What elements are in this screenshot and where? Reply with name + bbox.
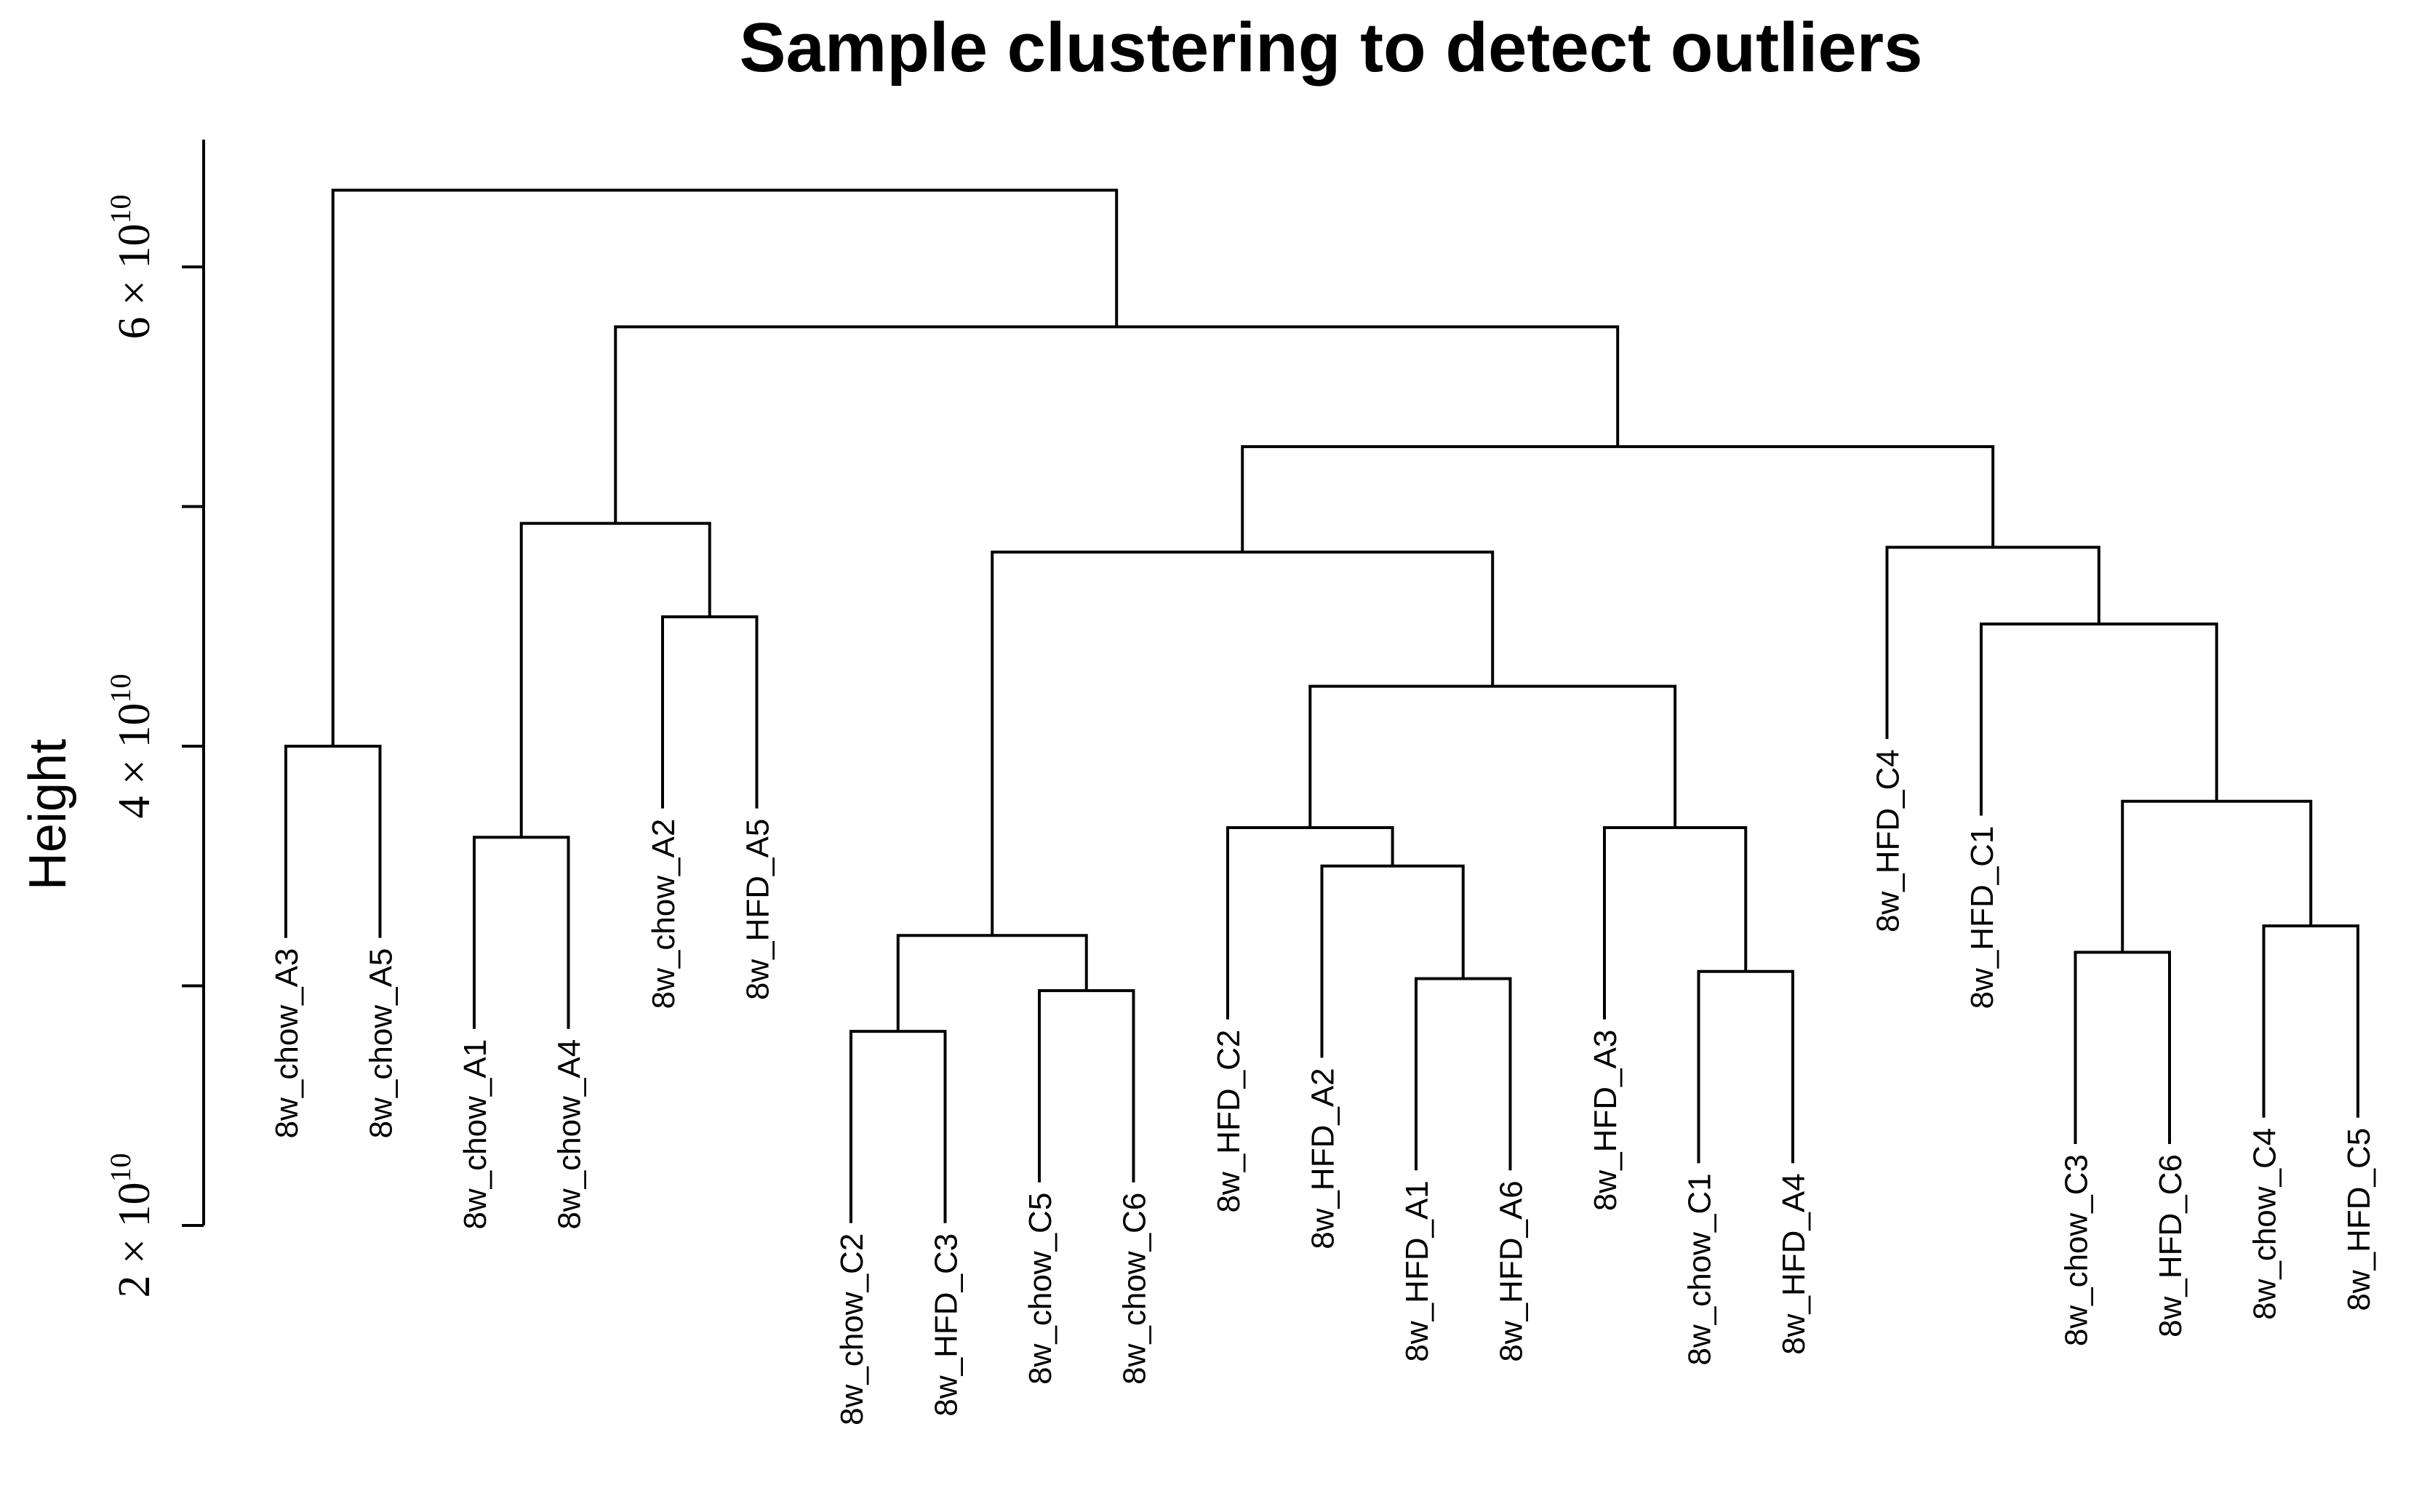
leaf-label: 8w_chow_A1 bbox=[457, 1039, 493, 1230]
chart-title: Sample clustering to detect outliers bbox=[739, 9, 1922, 87]
dendrogram-branch-m3 bbox=[661, 615, 759, 809]
dendrogram-branch-m13 bbox=[1308, 684, 1677, 828]
leaf-labels: 8w_chow_A3 8w_chow_A5 8w_chow_A1 8w_chow_A4… bbox=[269, 749, 2377, 1425]
dendrogram-branch-m22 bbox=[331, 188, 1119, 746]
dendrogram-branch-m17 bbox=[2121, 799, 2313, 953]
y-tick-label: 4 × 1010 bbox=[104, 674, 159, 819]
leaf-label: 8w_HFD_C5 bbox=[2341, 1128, 2377, 1311]
dendrogram-branch-m19 bbox=[1885, 545, 2100, 740]
leaf-label: 8w_chow_C3 bbox=[2059, 1154, 2095, 1346]
leaf-label: 8w_HFD_C2 bbox=[1211, 1030, 1247, 1213]
dendrogram-branch-m8 bbox=[1415, 977, 1512, 1171]
leaf-label: 8w_HFD_A2 bbox=[1306, 1068, 1341, 1249]
dendrogram-branch-m20 bbox=[1241, 445, 1995, 553]
dendrogram-branch-m2 bbox=[473, 836, 570, 1029]
leaf-label: 8w_HFD_C1 bbox=[1964, 826, 2000, 1009]
y-tick-label: 2 × 1010 bbox=[104, 1153, 159, 1298]
dendrogram-branch-m18 bbox=[1980, 622, 2218, 816]
dendrogram-branch-m9 bbox=[1320, 864, 1465, 1058]
leaf-label: 8w_HFD_A3 bbox=[1588, 1030, 1623, 1211]
leaf-label: 8w_chow_A4 bbox=[552, 1039, 588, 1230]
y-axis: 2 × 1010 4 × 1010 6 × 1010 bbox=[104, 140, 205, 1298]
dendrogram-branch-m10 bbox=[1226, 826, 1394, 1020]
leaf-label: 8w_chow_C2 bbox=[834, 1233, 870, 1425]
dendrogram-branch-m11 bbox=[1697, 969, 1794, 1164]
y-axis-label: Height bbox=[19, 739, 77, 890]
y-tick-label: 6 × 1010 bbox=[104, 195, 159, 340]
dendrogram-branch-m4 bbox=[519, 521, 711, 838]
dendrogram-branch-m5 bbox=[849, 1030, 947, 1223]
leaf-label: 8w_HFD_C3 bbox=[929, 1233, 964, 1417]
leaf-label: 8w_chow_C4 bbox=[2247, 1128, 2283, 1320]
dendrogram-branch-m1 bbox=[284, 745, 382, 938]
dendrogram-branch-m16 bbox=[2262, 924, 2359, 1118]
leaf-label: 8w_chow_A2 bbox=[646, 819, 681, 1009]
dendrogram-branch-m14 bbox=[991, 551, 1495, 936]
leaf-label: 8w_chow_C1 bbox=[1682, 1173, 1718, 1365]
dendrogram-branches bbox=[284, 188, 2359, 1223]
leaf-label: 8w_HFD_C4 bbox=[1871, 749, 1906, 932]
dendrogram-branch-m7 bbox=[896, 934, 1088, 1032]
leaf-label: 8w_chow_C5 bbox=[1023, 1193, 1058, 1385]
leaf-label: 8w_HFD_A6 bbox=[1494, 1180, 1530, 1361]
dendrogram-branch-m21 bbox=[614, 325, 1620, 524]
leaf-label: 8w_HFD_A4 bbox=[1776, 1173, 1812, 1354]
leaf-label: 8w_HFD_C6 bbox=[2153, 1154, 2188, 1337]
dendrogram-branch-m6 bbox=[1038, 989, 1135, 1183]
dendrogram-branch-m15 bbox=[2074, 951, 2171, 1144]
leaf-label: 8w_HFD_A1 bbox=[1399, 1180, 1435, 1361]
leaf-label: 8w_chow_C6 bbox=[1117, 1193, 1153, 1385]
leaf-label: 8w_chow_A5 bbox=[364, 948, 399, 1139]
leaf-label: 8w_HFD_A5 bbox=[740, 819, 776, 1000]
leaf-label: 8w_chow_A3 bbox=[269, 948, 305, 1139]
dendrogram-branch-m12 bbox=[1603, 826, 1748, 1020]
